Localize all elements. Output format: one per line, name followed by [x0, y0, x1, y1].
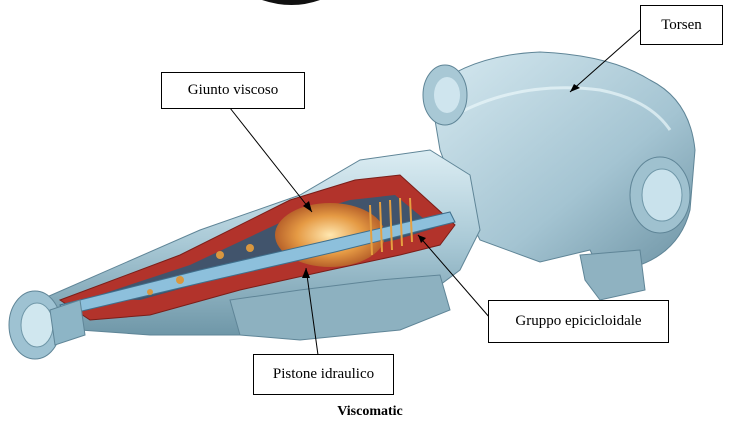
left-flange	[8, 290, 86, 360]
top-fragment	[262, 0, 320, 5]
figure-caption: Viscomatic	[337, 404, 403, 419]
leader-gruppo-epicicloidale	[417, 234, 491, 319]
arrowhead-giunto	[303, 201, 312, 212]
torsen-housing	[422, 51, 696, 301]
leader-giunto-viscoso	[229, 107, 313, 213]
arrowhead-torsen	[570, 84, 580, 92]
leader-pistone-idraulico	[305, 267, 319, 356]
label-torsen: Torsen	[640, 5, 723, 45]
cutaway-section	[58, 174, 456, 321]
label-pistone-idraulico: Pistone idraulico	[253, 354, 394, 395]
arrowhead-gruppo	[418, 235, 426, 243]
label-gruppo-epicicloidale: Gruppo epicicloidale	[488, 300, 669, 343]
leader-torsen	[569, 29, 641, 93]
arrowhead-pistone	[302, 268, 310, 278]
label-giunto-viscoso: Giunto viscoso	[161, 72, 305, 109]
